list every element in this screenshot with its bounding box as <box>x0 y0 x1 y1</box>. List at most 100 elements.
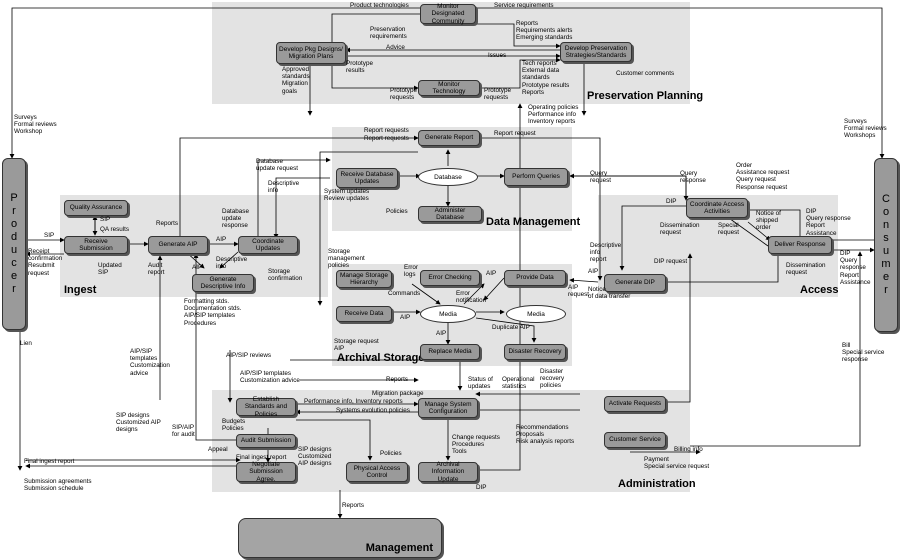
develop-pkg-designs-box[interactable]: Develop Pkg Designs/ Migration Plans <box>276 42 346 64</box>
administration-title: Administration <box>618 478 696 490</box>
deliver-response-box[interactable]: Deliver Response <box>768 236 832 254</box>
flow-label-aip-to-dip: AIP <box>588 268 599 275</box>
flow-label-policies-dm: Policies <box>386 208 408 215</box>
generate-aip-box[interactable]: Generate AIP <box>148 236 208 254</box>
flow-label-disaster-recovery-policies: Disaster recovery policies <box>540 368 565 390</box>
flow-label-migration-package: Migration package <box>372 390 424 397</box>
flow-label-preservation-requirements: Preservation requirements <box>370 26 407 41</box>
flow-label-service-requirements: Service requirements <box>494 2 554 9</box>
manage-system-configuration-box[interactable]: Manage System Configuration <box>418 398 478 418</box>
consumer-actor[interactable]: C o n s u m e r <box>874 158 898 332</box>
flow-label-report-requests-2: Report requests <box>364 135 409 142</box>
error-checking-box[interactable]: Error Checking <box>420 270 480 286</box>
provide-data-box[interactable]: Provide Data <box>504 270 566 286</box>
physical-access-control-box[interactable]: Physical Access Control <box>346 462 408 482</box>
flow-label-billing-info: Billing info <box>674 446 703 453</box>
establish-standards-box[interactable]: Establish Standards and Policies <box>236 396 296 418</box>
flow-label-appeal: Appeal <box>208 446 228 453</box>
flow-label-descriptive-info-1: Descriptive info <box>268 180 300 195</box>
flow-label-performance-info: Performance info, Inventory reports <box>304 398 403 405</box>
flow-label-customer-comments: Customer comments <box>616 70 675 77</box>
flow-label-descriptive-info-2: Descriptive info <box>216 256 248 271</box>
flow-label-payment: Payment Special service request <box>644 456 710 471</box>
flow-label-advice: Advice <box>386 44 405 51</box>
receive-database-updates-box[interactable]: Receive Database Updates <box>336 168 398 188</box>
flow-label-dissemination-request-2: Dissemination request <box>786 262 826 277</box>
flow-label-submission-agreements: Submission agreements Submission schedul… <box>24 478 92 493</box>
flow-label-database-update-request: Database update request <box>256 158 299 173</box>
flow-label-formatting-stds: Formatting stds. Documentation stds. AIP… <box>184 298 242 327</box>
media-store-left: Media <box>420 305 476 323</box>
flow-label-report-requests-1: Report requests <box>364 127 409 134</box>
flow-label-audit-report: Audit report <box>148 262 165 277</box>
monitor-designated-community-box[interactable]: Monitor Designated Community <box>420 3 476 25</box>
flow-label-approved-standards: Approved standards Migration goals <box>282 66 310 95</box>
coordinate-access-activities-box[interactable]: Coordinate Access Activities <box>686 198 748 218</box>
flow-label-dip-admin: DIP <box>476 484 487 491</box>
generate-descriptive-info-box[interactable]: Generate Descriptive Info <box>192 274 254 292</box>
develop-preservation-strategies-box[interactable]: Develop Preservation Strategies/Standard… <box>560 42 632 62</box>
flow-label-error-notification: Error notification <box>456 290 487 305</box>
flow-label-query-request: Query request <box>590 170 612 185</box>
flow-label-descriptive-info-report: Descriptive info report <box>590 242 622 264</box>
flow-label-surveys-right: Surveys Formal reviews Workshops <box>844 118 887 140</box>
flow-label-product-technologies: Product technologies <box>350 2 409 9</box>
flow-label-aip-sip-templates-1: AIP/SIP templates Customization advice <box>130 348 170 377</box>
flow-label-operating-policies: Operating policies Performance info Inve… <box>528 104 579 126</box>
flow-label-surveys-left: Surveys Formal reviews Workshop <box>14 114 57 136</box>
flow-label-special-request: Special request <box>718 222 740 237</box>
audit-submission-box[interactable]: Audit Submission <box>236 434 296 448</box>
receive-submission-box[interactable]: Receive Submission <box>64 236 128 254</box>
flow-label-qa-results: QA results <box>100 226 130 233</box>
flow-label-prototype-requests-left: Prototype requests <box>390 87 417 102</box>
flow-label-final-ingest-report: Final ingest report <box>24 458 75 465</box>
flow-label-recommendations: Recommendations Proposals Risk analysis … <box>516 424 575 446</box>
flow-label-storage-confirmation: Storage confirmation <box>268 268 303 283</box>
flow-label-aip-request: AIP request <box>568 284 590 299</box>
flow-label-query-response: Query response <box>680 170 706 185</box>
flow-label-sip-qa: SIP <box>100 216 111 223</box>
flow-label-aip-ingest: AIP <box>216 236 227 243</box>
flow-label-tech-reports: Tech reports External data standards Pro… <box>522 60 570 96</box>
consumer-label: C o n s u m e r <box>881 193 891 296</box>
flow-label-dip-query-response: DIP Query response Report Assistance <box>806 208 851 237</box>
ingest-title: Ingest <box>64 284 97 296</box>
generate-dip-box[interactable]: Generate DIP <box>604 274 666 292</box>
flow-label-change-requests: Change requests Procedures Tools <box>452 434 500 456</box>
flow-label-order-request: Order Assistance request Query request R… <box>736 162 790 191</box>
quality-assurance-box[interactable]: Quality Assurance <box>64 200 128 216</box>
generate-report-box[interactable]: Generate Report <box>418 130 480 146</box>
disaster-recovery-box[interactable]: Disaster Recovery <box>504 344 566 360</box>
producer-actor[interactable]: P r o d u c e r <box>2 158 26 330</box>
database-store: Database <box>418 168 478 186</box>
flow-label-updated-sip: Updated SIP <box>98 262 122 277</box>
administer-database-box[interactable]: Administer Database <box>418 206 482 222</box>
activate-requests-box[interactable]: Activate Requests <box>604 396 666 412</box>
flow-label-bill: Bill Special service response <box>842 342 885 364</box>
perform-queries-box[interactable]: Perform Queries <box>504 168 568 186</box>
flow-label-budgets-policies: Budgets Policies <box>222 418 246 433</box>
flow-label-reports-admin: Reports <box>386 376 409 383</box>
flow-label-policies-admin: Policies <box>380 450 402 457</box>
media-store-right: Media <box>506 305 566 323</box>
flow-label-reports-ingest: Reports <box>156 220 179 227</box>
negotiate-submission-box[interactable]: Negotiate Submission Agree. <box>236 461 296 483</box>
monitor-technology-box[interactable]: Monitor Technology <box>418 80 480 96</box>
flow-label-commands: Commands <box>388 290 421 297</box>
coordinate-updates-box[interactable]: Coordinate Updates <box>238 236 298 254</box>
receive-data-box[interactable]: Receive Data <box>336 306 392 322</box>
flow-label-dissemination-request-1: Dissemination request <box>660 222 700 237</box>
manage-storage-hierarchy-box[interactable]: Manage Storage Hierarchy <box>336 270 392 288</box>
management-actor[interactable]: Management <box>238 518 442 558</box>
flow-label-storage-request-aip: Storage request AIP <box>334 338 379 353</box>
customer-service-box[interactable]: Customer Service <box>604 432 666 448</box>
archival-information-update-box[interactable]: Archival Information Update <box>418 461 478 483</box>
replace-media-box[interactable]: Replace Media <box>420 344 480 360</box>
flow-label-receipt-confirmation: Receipt confirmation Resubmit request <box>28 248 63 277</box>
flow-label-aip-sip-templates-2: AIP/SIP templates Customization advice <box>240 370 300 385</box>
flow-label-sip-designs-right: SIP designs Customized AIP designs <box>298 446 332 468</box>
flow-label-final-ingest-report-inner: Final ingest report <box>236 454 287 461</box>
archival-storage-title: Archival Storage <box>337 352 425 364</box>
flow-label-operational-statistics: Operational statistics <box>502 376 535 391</box>
